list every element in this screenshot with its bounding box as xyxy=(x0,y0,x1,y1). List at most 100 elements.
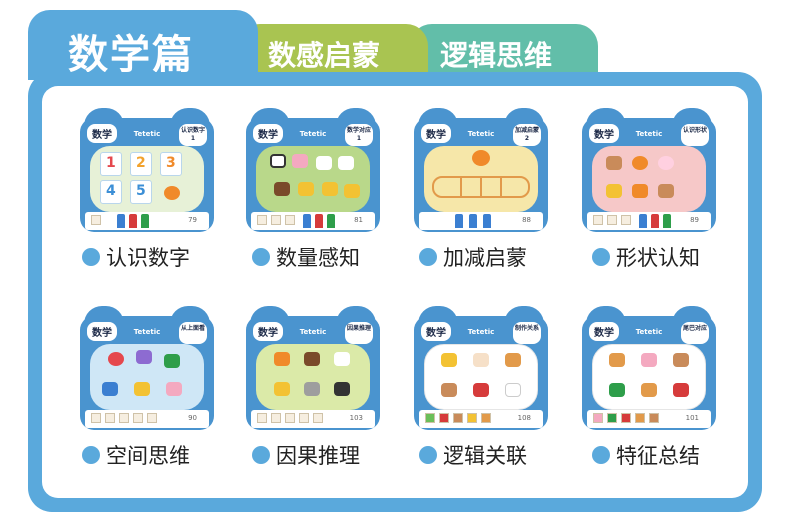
book-brand: Tetetic xyxy=(299,130,327,138)
book-tag: 数学 xyxy=(421,322,451,341)
book-brand: Tetetic xyxy=(133,328,161,336)
book-footer: 88 xyxy=(419,212,543,230)
book-tag: 数学 xyxy=(421,124,451,143)
book-subject: 尾巴对应 xyxy=(681,322,709,344)
book-brand: Tetetic xyxy=(299,328,327,336)
book-footer: 79 xyxy=(85,212,209,230)
book-footer: 81 xyxy=(251,212,375,230)
caption-recognize-numbers: 认识数字 xyxy=(82,244,190,270)
page-number: 90 xyxy=(188,414,197,422)
book-cover: 数学 Tetetic 认识形状 xyxy=(582,118,716,232)
book-card-spatial-thinking[interactable]: 数学 Tetetic 从上面看 90 xyxy=(80,306,214,430)
fox-icon xyxy=(164,186,180,200)
caption-quantity-perception: 数量感知 xyxy=(252,244,360,270)
fries-icon xyxy=(441,353,457,367)
book-footer: 90 xyxy=(85,410,209,428)
book-subject: 加减启蒙2 xyxy=(513,124,541,146)
book-tag: 数学 xyxy=(87,322,117,341)
book-screen-illustration xyxy=(424,146,538,212)
number-5: 5 xyxy=(136,183,146,199)
number-3: 3 xyxy=(166,155,176,171)
number-2: 2 xyxy=(136,155,146,171)
book-cover: 数学 Tetetic 尾巴对应 101 xyxy=(582,316,716,430)
chick-icon xyxy=(344,184,360,198)
tab-math-section[interactable]: 数学篇 xyxy=(28,10,258,80)
book-brand: Tetetic xyxy=(635,130,663,138)
book-card-causal-reasoning[interactable]: 数学 Tetetic 因果推理 103 xyxy=(246,306,380,430)
tab-logic-thinking[interactable]: 逻辑思维 xyxy=(410,24,598,80)
page-number: 103 xyxy=(349,414,363,422)
bullet-dot xyxy=(82,446,100,464)
rectangle-shape-icon xyxy=(606,184,622,198)
caption-spatial-thinking: 空间思维 xyxy=(82,442,190,468)
panda-icon xyxy=(334,382,350,396)
book-cover: 数学 Tetetic 因果推理 103 xyxy=(246,316,380,430)
tail-icon xyxy=(641,353,657,367)
book-footer: 89 xyxy=(587,212,711,230)
star-shape-icon xyxy=(658,184,674,198)
squirrel-icon xyxy=(609,353,625,367)
sheep-icon xyxy=(316,156,332,170)
koala-icon xyxy=(304,382,320,396)
book-tag: 数学 xyxy=(589,124,619,143)
piggy-bank-icon xyxy=(166,382,182,396)
book-card-logical-association[interactable]: 数学 Tetetic 制作关系 108 xyxy=(414,306,548,430)
book-subject: 从上面看 xyxy=(179,322,207,344)
book-screen-illustration: 1 2 3 4 5 xyxy=(90,146,204,212)
parrot-icon xyxy=(609,383,625,397)
bullet-dot xyxy=(252,248,270,266)
book-footer: 101 xyxy=(587,410,711,428)
book-subject: 认识数字1 xyxy=(179,124,207,146)
book-cover: 数学 Tetetic 加减启蒙2 88 xyxy=(414,118,548,232)
caption-logical-association: 逻辑关联 xyxy=(419,442,527,468)
giraffe-icon xyxy=(322,182,338,196)
book-subject: 制作关系 xyxy=(513,322,541,344)
book-cover: 数学 Tetetic 制作关系 108 xyxy=(414,316,548,430)
circle-shape-icon xyxy=(632,156,648,170)
page-number: 81 xyxy=(354,216,363,224)
sheep-icon xyxy=(338,156,354,170)
book-screen-illustration xyxy=(256,344,370,410)
star-icon xyxy=(134,382,150,396)
tab-number-sense[interactable]: 数感启蒙 xyxy=(238,24,428,80)
milk-icon xyxy=(505,383,521,397)
page-title: 数学篇 xyxy=(68,32,194,78)
tab-number-sense-label: 数感启蒙 xyxy=(268,39,381,72)
ball-icon xyxy=(108,352,124,366)
tail-icon xyxy=(641,383,657,397)
oval-shape-icon xyxy=(658,156,674,170)
book-footer: 103 xyxy=(251,410,375,428)
book-screen-illustration xyxy=(424,344,538,410)
square-shape-icon xyxy=(606,156,622,170)
page-number: 79 xyxy=(188,216,197,224)
book-card-quantity-perception[interactable]: 数学 Tetetic 数学对应1 xyxy=(246,108,380,232)
fox-icon xyxy=(274,352,290,366)
page-number: 108 xyxy=(517,414,531,422)
triangle-shape-icon xyxy=(632,184,648,198)
book-subject: 数学对应1 xyxy=(345,124,373,146)
book-cover: 数学 Tetetic 认识数字1 1 2 3 4 5 79 xyxy=(80,118,214,232)
book-tag: 数学 xyxy=(253,124,283,143)
book-card-shape-cognition[interactable]: 数学 Tetetic 认识形状 xyxy=(582,108,716,232)
book-tag: 数学 xyxy=(87,124,117,143)
bowl-icon xyxy=(441,383,457,397)
caption-causal-reasoning: 因果推理 xyxy=(252,442,360,468)
number-4: 4 xyxy=(106,183,116,199)
horse-icon xyxy=(274,182,290,196)
book-card-feature-summary[interactable]: 数学 Tetetic 尾巴对应 101 xyxy=(582,306,716,430)
bullet-dot xyxy=(419,248,437,266)
pig-icon xyxy=(292,154,308,168)
book-screen-illustration xyxy=(90,344,204,410)
book-card-recognize-numbers[interactable]: 数学 Tetetic 认识数字1 1 2 3 4 5 79 xyxy=(80,108,214,232)
giraffe-icon xyxy=(298,182,314,196)
book-cover: 数学 Tetetic 从上面看 90 xyxy=(80,316,214,430)
page-number: 88 xyxy=(522,216,531,224)
bread-icon xyxy=(505,353,521,367)
book-brand: Tetetic xyxy=(467,328,495,336)
book-card-add-subtract[interactable]: 数学 Tetetic 加减启蒙2 88 xyxy=(414,108,548,232)
lion-icon xyxy=(274,382,290,396)
bear-icon xyxy=(304,352,320,366)
meat-icon xyxy=(473,383,489,397)
cube-icon xyxy=(136,350,152,364)
book-subject: 因果推理 xyxy=(345,322,373,344)
